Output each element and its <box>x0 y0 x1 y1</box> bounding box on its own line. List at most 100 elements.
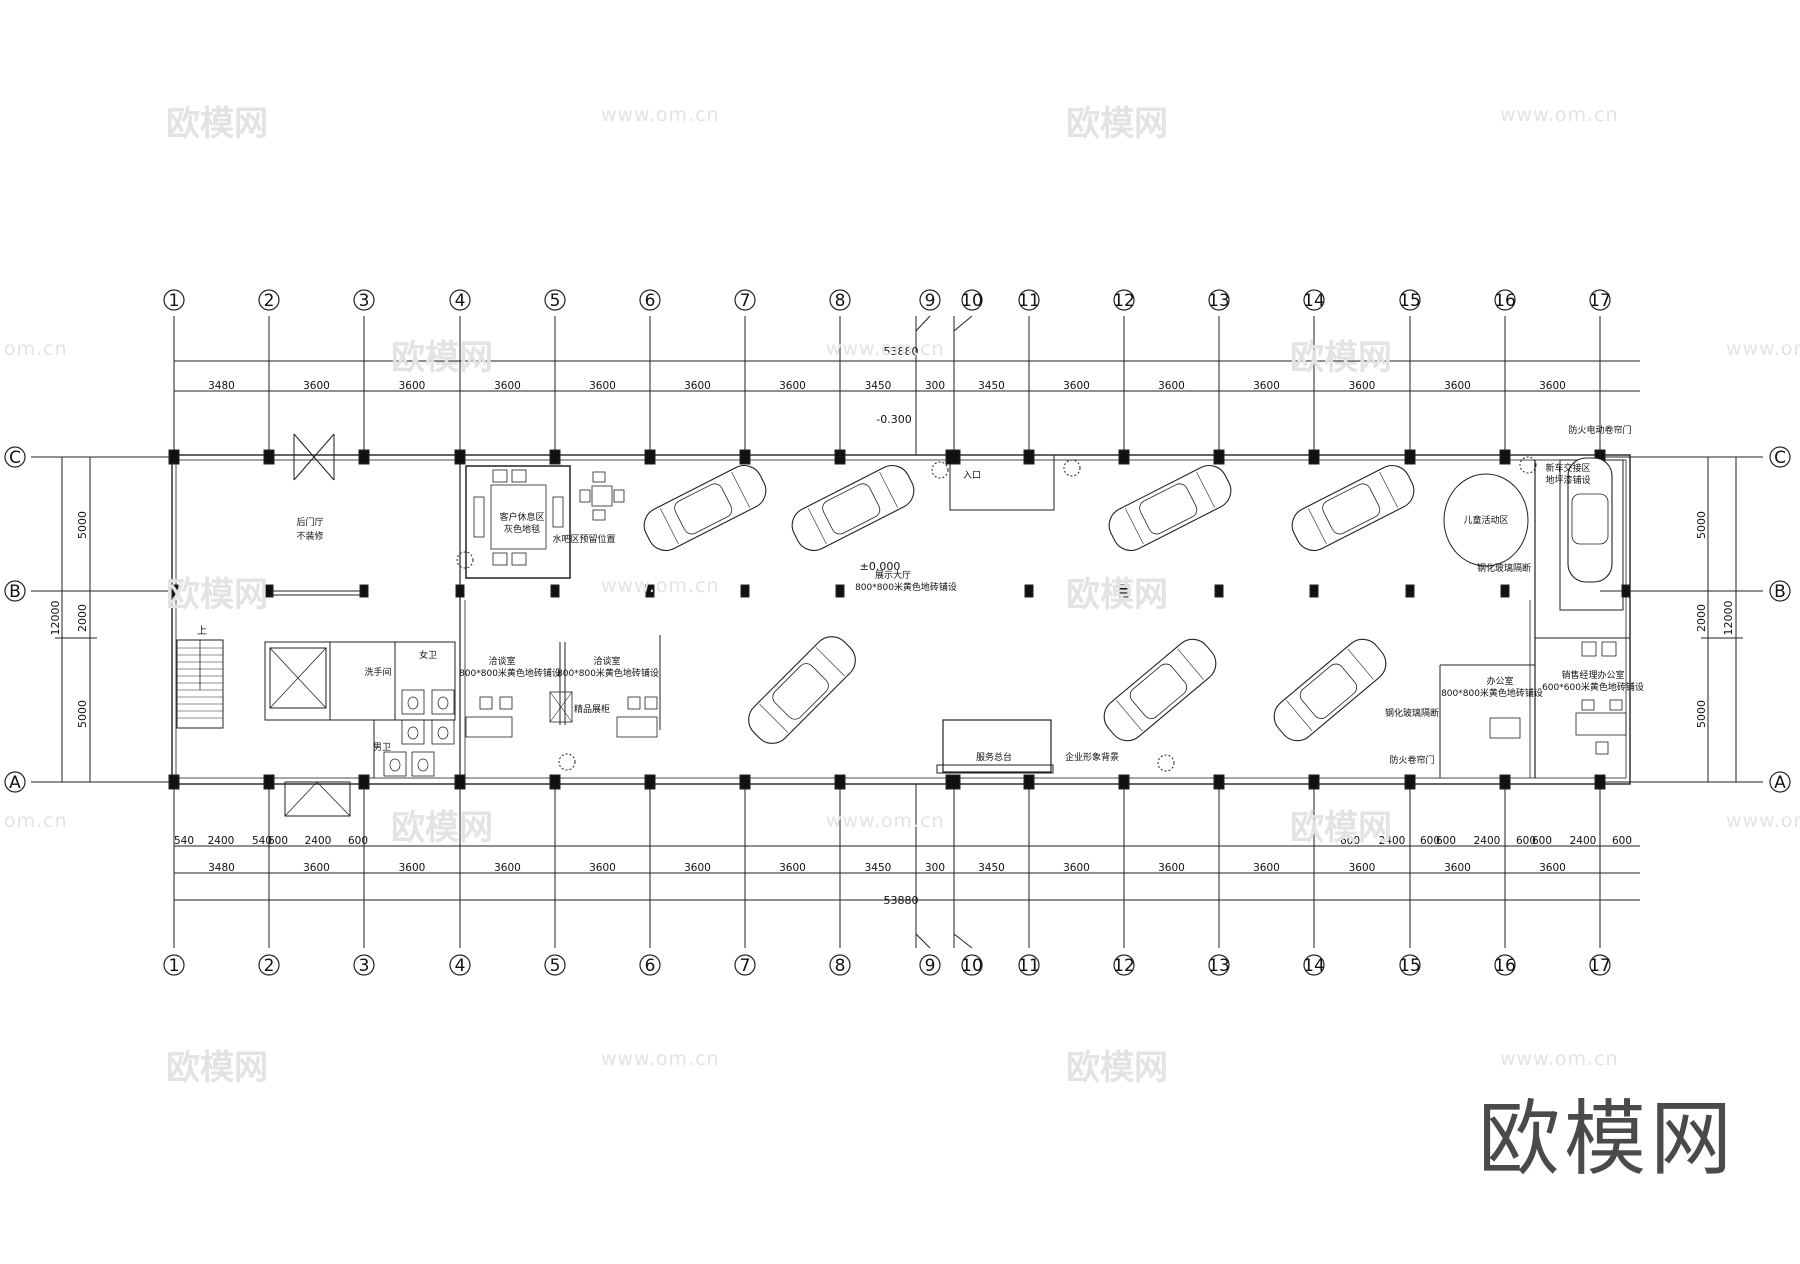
axis-label: 14 <box>1303 291 1325 311</box>
car-line <box>731 471 750 508</box>
column <box>168 449 180 465</box>
car-cabin <box>1571 493 1609 545</box>
bottom-span-dim: 3600 <box>1253 862 1280 874</box>
column <box>549 449 561 465</box>
plant <box>1519 456 1537 474</box>
elevation-floor: ±0.000 <box>860 560 901 573</box>
axis-bubble <box>449 289 471 311</box>
bottom-detail-dim: 600 <box>1532 835 1552 847</box>
sofa <box>492 469 508 483</box>
axis-bubble <box>919 954 941 976</box>
chair <box>1595 741 1609 755</box>
axis-label: 4 <box>455 291 466 311</box>
bottom-span-dim: 3450 <box>978 862 1005 874</box>
room-labels: -0.300 ±0.000 入口 后门厅 不装修 客户休息区 灰色地毯 水吧区预… <box>197 413 1644 766</box>
car-line <box>1308 508 1327 545</box>
brand-wall-label: 企业形象背景 <box>1065 751 1119 763</box>
top-total-dim: 53880 <box>884 345 919 358</box>
column <box>645 584 655 598</box>
stairs-up-label: 上 <box>197 625 207 637</box>
car-line <box>759 703 789 733</box>
sales-office-label: 销售经理办公室 <box>1561 669 1624 681</box>
column <box>834 449 846 465</box>
axis-label: A <box>1774 773 1786 793</box>
column <box>358 774 370 790</box>
axis-bubble <box>734 954 756 976</box>
bottom-detail-dim: 2400 <box>208 835 235 847</box>
chair <box>1581 641 1597 657</box>
toilet <box>407 726 419 740</box>
bar-table <box>591 485 613 507</box>
car <box>643 465 767 551</box>
car-line <box>1286 700 1313 732</box>
column <box>1594 774 1606 790</box>
car <box>1103 638 1217 742</box>
office-desk <box>1489 717 1521 739</box>
glass-partition-bottom: 钢化玻璃隔断 <box>1385 707 1439 719</box>
right-span-1: 5000 <box>1695 511 1708 539</box>
column <box>1405 584 1415 598</box>
bottom-detail-dim: 600 <box>268 835 288 847</box>
axis-label: 12 <box>1113 291 1135 311</box>
car-line <box>1196 471 1215 508</box>
top-span-dim: 3600 <box>494 380 521 392</box>
car-body <box>1567 457 1613 583</box>
delivery-area-label: 新车交接区 <box>1545 462 1590 474</box>
axis-label: 9 <box>925 291 936 311</box>
entrance-vestibule <box>949 454 1055 511</box>
column <box>1214 584 1224 598</box>
chair <box>479 696 493 710</box>
car-cabin <box>772 663 829 720</box>
toilet-stall <box>401 719 425 745</box>
axis-label: 9 <box>925 956 936 976</box>
axis-label: 5 <box>550 291 561 311</box>
column <box>455 584 465 598</box>
axis-bubble <box>544 954 566 976</box>
column <box>1308 774 1320 790</box>
axis-bubble <box>1018 289 1040 311</box>
left-total-dim: 12000 <box>49 601 62 636</box>
axis-label: 16 <box>1494 291 1516 311</box>
service-desk-label: 服务总台 <box>976 751 1012 763</box>
axis-bubble <box>4 771 26 793</box>
axis-bubble <box>1399 289 1421 311</box>
female-label: 女卫 <box>419 649 437 661</box>
bottom-detail-dim: 600 <box>1420 835 1440 847</box>
column <box>1213 774 1225 790</box>
top-span-dim: 3600 <box>399 380 426 392</box>
showroom-note: 800*800米黄色地砖铺设 <box>855 581 957 593</box>
column <box>1308 449 1320 465</box>
door-swing <box>293 433 335 481</box>
top-span-dim: 3450 <box>865 380 892 392</box>
axis-label: C <box>9 448 21 468</box>
bottom-span-dim: 3600 <box>494 862 521 874</box>
negotiation-desk <box>465 716 513 738</box>
car <box>1291 465 1415 551</box>
bottom-span-dim: 300 <box>925 862 945 874</box>
toilet <box>417 758 429 772</box>
left-span-3: 5000 <box>76 700 89 728</box>
right-span-2: 2000 <box>1695 604 1708 632</box>
bottom-span-dim: 3600 <box>684 862 711 874</box>
car-cabin <box>1129 663 1188 719</box>
axis-label: 11 <box>1018 291 1040 311</box>
bottom-detail-dim: 2400 <box>1379 835 1406 847</box>
axis-leader <box>915 315 931 332</box>
car-line <box>1116 700 1143 732</box>
chair <box>592 509 606 521</box>
sofa <box>511 552 527 566</box>
chair <box>627 696 641 710</box>
bottom-detail-dim: 600 <box>1436 835 1456 847</box>
entrance-label: 入口 <box>963 470 981 481</box>
column <box>358 449 370 465</box>
sofa <box>473 496 485 538</box>
office-note: 800*800米黄色地砖铺设 <box>1441 687 1543 699</box>
axis-bubble <box>4 446 26 468</box>
car-cabin <box>674 483 733 535</box>
bottom-span-dim: 3600 <box>399 862 426 874</box>
plant <box>456 551 474 569</box>
axis-leader <box>953 315 973 332</box>
top-span-dim: 3600 <box>684 380 711 392</box>
elevator-cross <box>269 647 327 709</box>
top-span-dim: 3600 <box>1349 380 1376 392</box>
